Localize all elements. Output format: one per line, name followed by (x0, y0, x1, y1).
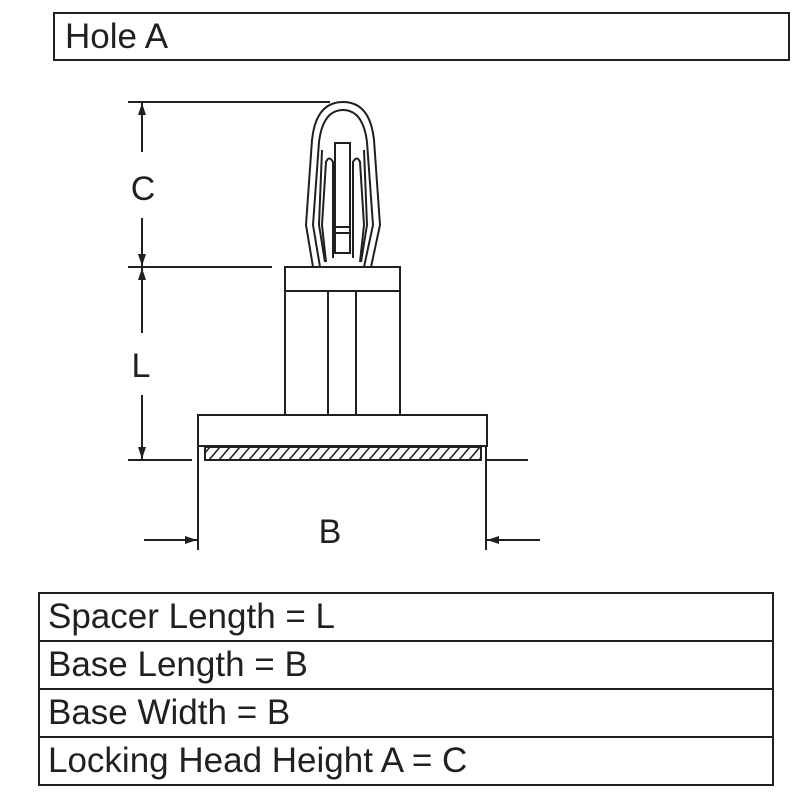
spacer-body (284, 266, 401, 416)
spec-table: Spacer Length = L Base Length = B Base W… (38, 592, 774, 786)
hole-title: Hole A (53, 12, 790, 61)
locking-head (304, 100, 382, 268)
dimension-l-label: L (132, 347, 151, 385)
dimension-b-label: B (319, 513, 342, 551)
spacer-base (197, 414, 488, 447)
spec-row-spacer-length: Spacer Length = L (38, 592, 774, 640)
spec-row-base-width: Base Width = B (38, 688, 774, 736)
dimension-c-label: C (131, 170, 156, 208)
spec-row-head-height: Locking Head Height A = C (38, 736, 774, 786)
adhesive-hatch (204, 446, 482, 461)
spec-row-base-length: Base Length = B (38, 640, 774, 688)
